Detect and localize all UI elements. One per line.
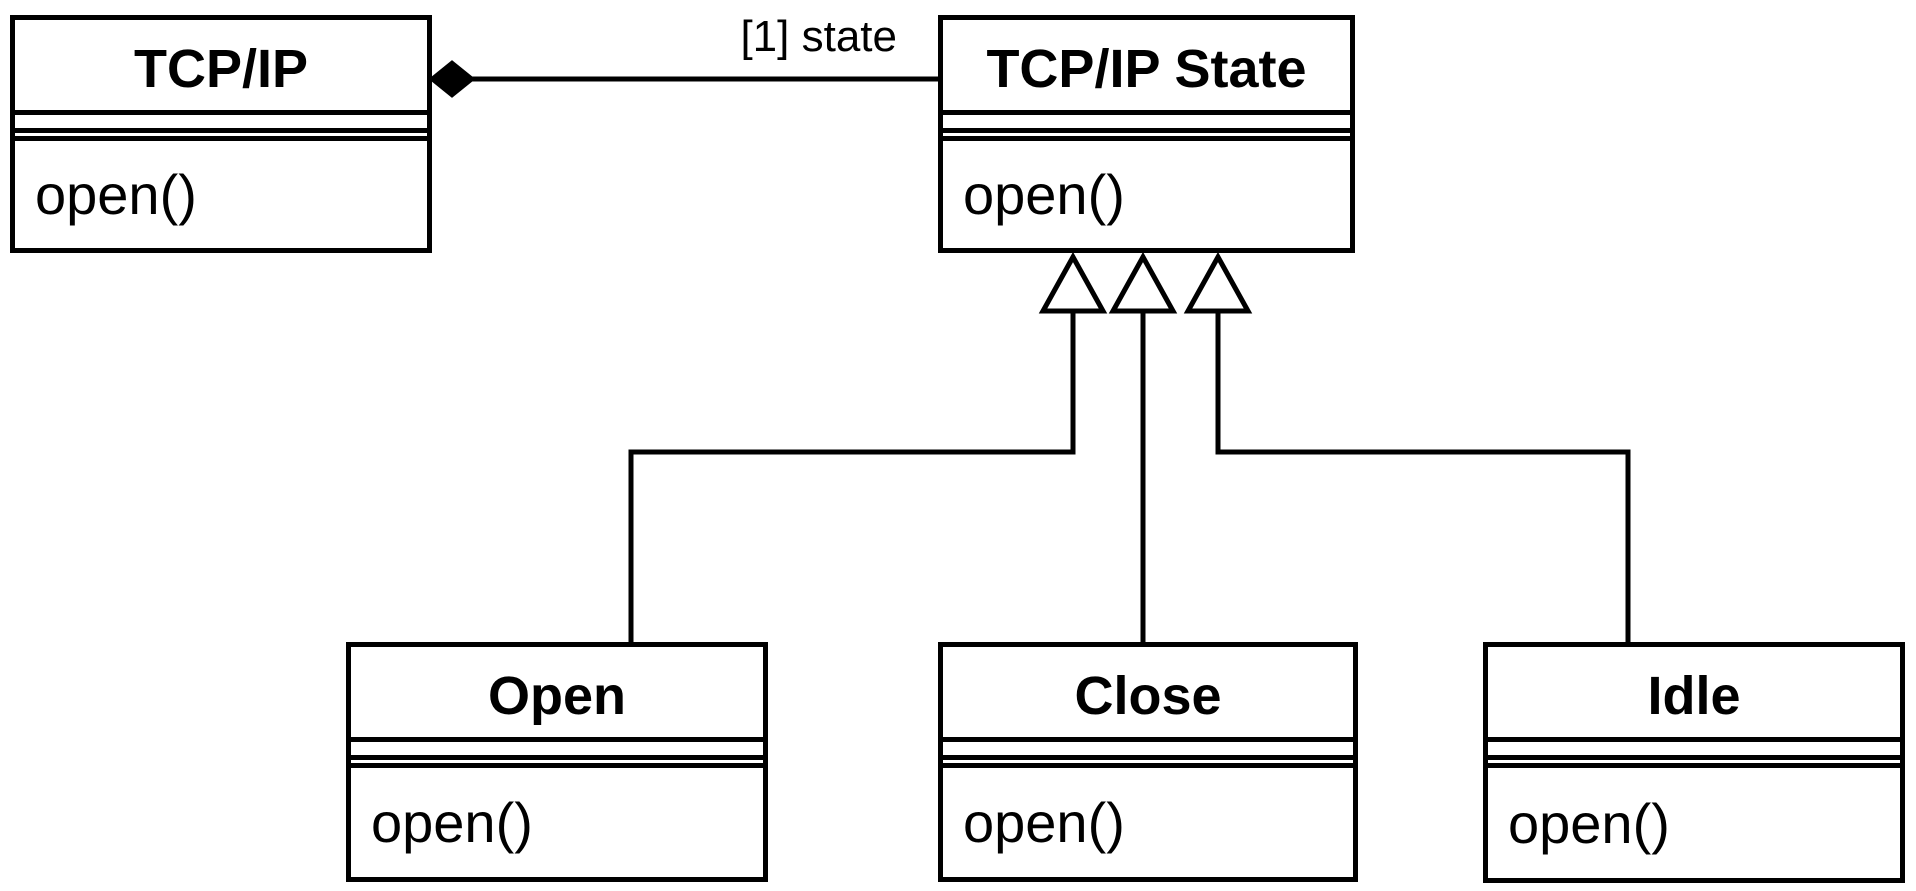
class-attributes-compartment-open xyxy=(351,742,763,760)
class-methods-compartment-close: open() xyxy=(943,768,1353,877)
class-method-label-tcpip-state: open() xyxy=(963,163,1125,226)
class-box-idle: Idle open() xyxy=(1483,642,1905,883)
class-title-idle: Idle xyxy=(1488,647,1900,742)
class-attributes-compartment-idle xyxy=(1488,742,1900,760)
class-methods-compartment-open: open() xyxy=(351,768,763,877)
generalization-link-idle xyxy=(1215,309,1631,645)
class-box-close: Close open() xyxy=(938,642,1358,882)
class-box-tcpip: TCP/IP open() xyxy=(10,15,432,253)
generalization-triangle-icon-open xyxy=(1038,251,1108,314)
class-method-label-idle: open() xyxy=(1508,791,1670,855)
class-attributes-compartment-close xyxy=(943,742,1353,760)
class-box-tcpip-state: TCP/IP State open() xyxy=(938,15,1355,253)
class-attributes-divider-tcpip xyxy=(15,133,427,141)
class-methods-compartment-idle: open() xyxy=(1488,768,1900,878)
class-title-tcpip-state: TCP/IP State xyxy=(943,20,1350,115)
generalization-triangle-icon-close xyxy=(1108,251,1178,314)
class-title-tcpip: TCP/IP xyxy=(15,20,427,115)
class-method-label-tcpip: open() xyxy=(35,163,197,226)
class-title-close: Close xyxy=(943,647,1353,742)
class-methods-compartment-tcpip: open() xyxy=(15,141,427,248)
composition-diamond-icon xyxy=(428,60,476,98)
class-attributes-compartment-tcpip xyxy=(15,115,427,133)
class-attributes-divider-open xyxy=(351,760,763,768)
class-method-label-open: open() xyxy=(371,791,533,854)
class-title-open: Open xyxy=(351,647,763,742)
class-attributes-compartment-tcpip-state xyxy=(943,115,1350,133)
association-label: [1] state xyxy=(740,12,897,61)
class-attributes-divider-idle xyxy=(1488,760,1900,768)
class-attributes-divider-close xyxy=(943,760,1353,768)
generalization-link-open xyxy=(628,309,1076,645)
generalization-triangle-icon-idle xyxy=(1183,251,1253,314)
class-method-label-close: open() xyxy=(963,791,1125,854)
class-attributes-divider-tcpip-state xyxy=(943,133,1350,141)
class-box-open: Open open() xyxy=(346,642,768,882)
class-methods-compartment-tcpip-state: open() xyxy=(943,141,1350,248)
